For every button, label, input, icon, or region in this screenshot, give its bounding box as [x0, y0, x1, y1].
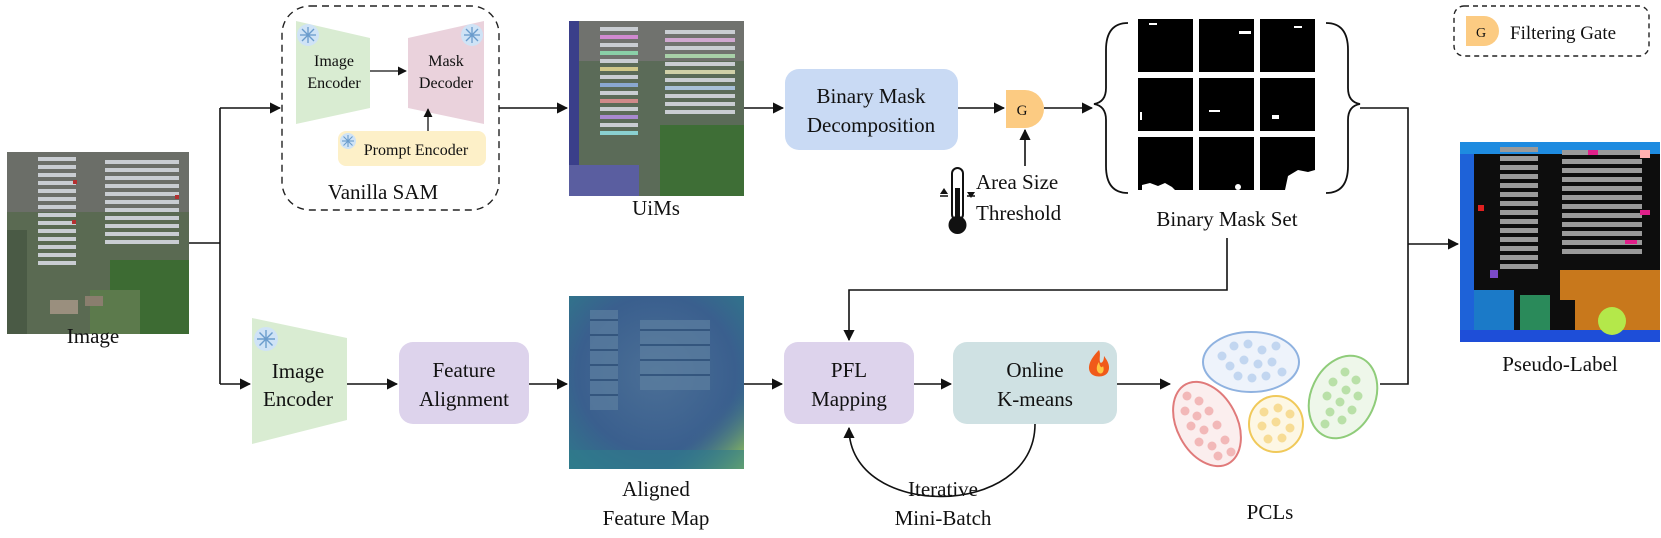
pseudo-label-image [1460, 142, 1660, 342]
connectors [189, 102, 1460, 390]
vanilla-sam-title: Vanilla SAM [328, 180, 439, 204]
sam-image-encoder [296, 21, 370, 124]
svg-text:K-means: K-means [997, 387, 1073, 411]
svg-text:Decomposition: Decomposition [807, 113, 936, 137]
online-kmeans-box [953, 342, 1117, 424]
feature-alignment-box [399, 342, 529, 424]
svg-text:Feature: Feature [433, 358, 496, 382]
input-image [7, 152, 189, 334]
legend-label: Filtering Gate [1510, 23, 1616, 44]
vanilla-sam-group: Vanilla SAM Image Encoder Mask Decoder P… [281, 5, 500, 211]
uims-image [569, 21, 744, 196]
svg-text:PFL: PFL [831, 358, 867, 382]
aligned-feature-map-label: Aligned [622, 477, 690, 501]
binary-mask-decomposition-box [785, 69, 958, 150]
iterative-loop-arrow [843, 423, 1036, 498]
frozen-snowflake-icon [254, 327, 278, 351]
svg-text:Online: Online [1006, 358, 1063, 382]
input-image-label: Image [67, 324, 119, 348]
pfl-mapping-box [784, 342, 914, 424]
trainable-flame-icon [1089, 350, 1110, 377]
svg-text:Image: Image [314, 53, 354, 70]
svg-text:Mini-Batch: Mini-Batch [895, 506, 992, 530]
uims-label: UiMs [632, 196, 680, 220]
svg-text:Encoder: Encoder [263, 387, 333, 411]
svg-text:Feature Map: Feature Map [603, 506, 710, 530]
svg-text:Encoder: Encoder [307, 75, 361, 92]
svg-text:Mask: Mask [428, 53, 464, 70]
filtering-gate-symbol: G [1017, 103, 1028, 119]
filtering-gate [1006, 90, 1044, 128]
pseudo-label-label: Pseudo-Label [1502, 352, 1618, 376]
svg-text:Mapping: Mapping [811, 387, 887, 411]
frozen-snowflake-icon [297, 24, 319, 46]
aligned-feature-map-image [569, 296, 744, 469]
iterative-label: Iterative [908, 477, 978, 501]
svg-text:Decoder: Decoder [419, 75, 474, 92]
frozen-snowflake-icon [340, 133, 356, 149]
svg-text:Binary Mask: Binary Mask [816, 84, 926, 108]
svg-text:Prompt Encoder: Prompt Encoder [364, 142, 469, 159]
frozen-snowflake-icon [461, 24, 483, 46]
pcls-label: PCLs [1247, 500, 1294, 524]
filtering-gate-icon [1466, 16, 1499, 46]
pcls-clusters [1172, 331, 1379, 468]
threshold-label-line2: Threshold [976, 201, 1062, 225]
thermometer-icon [940, 167, 975, 234]
threshold-label-line1: Area Size [976, 170, 1058, 194]
svg-text:Alignment: Alignment [419, 387, 509, 411]
binary-mask-set-label: Binary Mask Set [1156, 207, 1297, 231]
binary-mask-set [1093, 19, 1361, 194]
legend-gate-symbol: G [1476, 26, 1486, 41]
sam-mask-decoder [408, 21, 484, 124]
svg-text:Image: Image [272, 359, 324, 383]
sam-prompt-encoder [338, 131, 486, 166]
legend: G Filtering Gate [1453, 5, 1650, 57]
image-encoder [252, 318, 347, 444]
